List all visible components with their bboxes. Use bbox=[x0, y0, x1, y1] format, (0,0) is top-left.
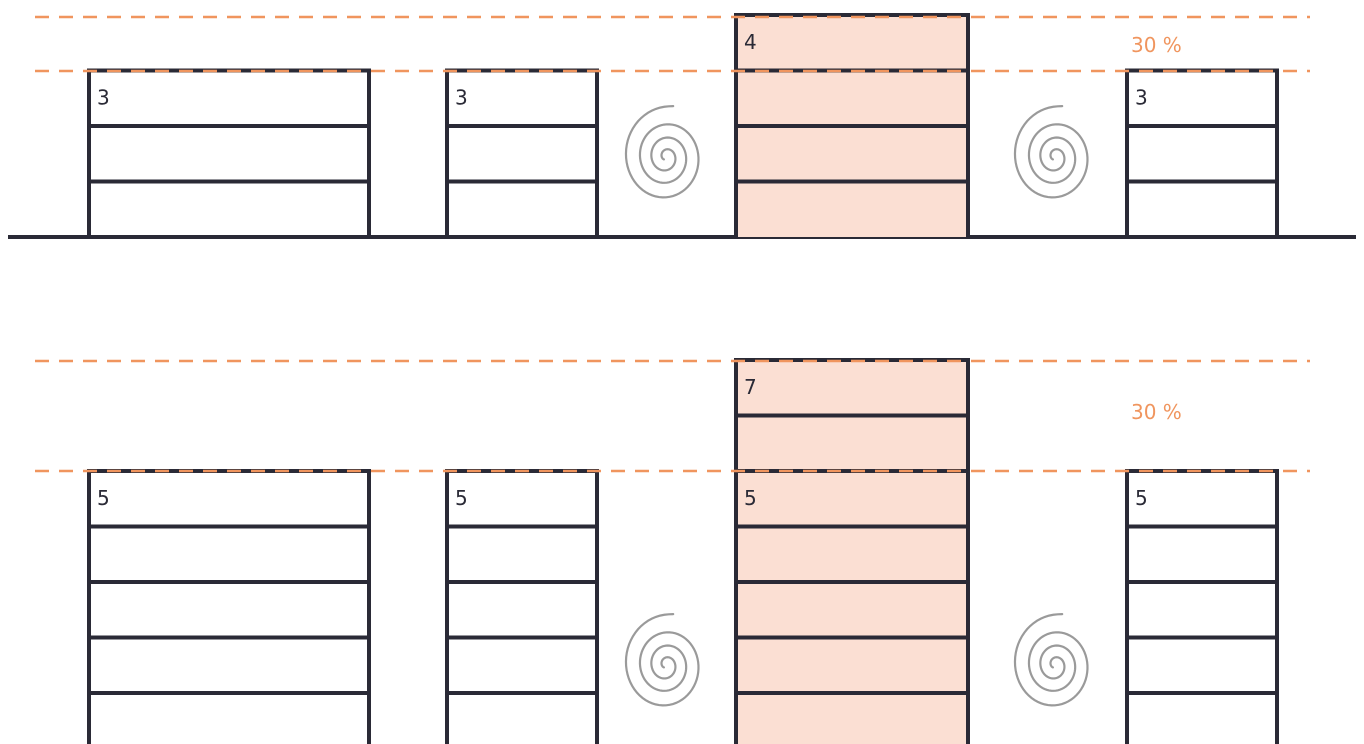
building-4: 3 bbox=[1127, 71, 1277, 238]
building-1: 3 bbox=[89, 71, 369, 238]
diagram-top: 3 3 4 3 30 % bbox=[8, 15, 1356, 237]
spiral-icon bbox=[626, 106, 699, 197]
floor-count-label: 5 bbox=[97, 486, 110, 510]
spiral-icon bbox=[626, 614, 699, 705]
floor-count-label: 3 bbox=[1135, 86, 1148, 110]
floor-count-label: 4 bbox=[744, 30, 757, 54]
floor-count-label: 3 bbox=[455, 86, 468, 110]
floor-count-label: 5 bbox=[1135, 486, 1148, 510]
spiral-icon bbox=[1015, 614, 1088, 705]
building-3: 4 bbox=[736, 15, 968, 237]
floor-count-label: 7 bbox=[744, 375, 757, 399]
base-floor-count-label: 5 bbox=[744, 486, 757, 510]
spiral-icon bbox=[1015, 106, 1088, 197]
floor-count-label: 3 bbox=[97, 86, 110, 110]
building-4: 5 bbox=[1127, 471, 1277, 744]
height-increase-label: 30 % bbox=[1131, 33, 1182, 57]
floor-count-label: 5 bbox=[455, 486, 468, 510]
building-1: 5 bbox=[89, 471, 369, 744]
building-3: 75 bbox=[736, 360, 968, 744]
building-2: 5 bbox=[447, 471, 597, 744]
building-2: 3 bbox=[447, 71, 597, 238]
height-increase-label: 30 % bbox=[1131, 400, 1182, 424]
building-highlight-fill bbox=[736, 360, 968, 744]
